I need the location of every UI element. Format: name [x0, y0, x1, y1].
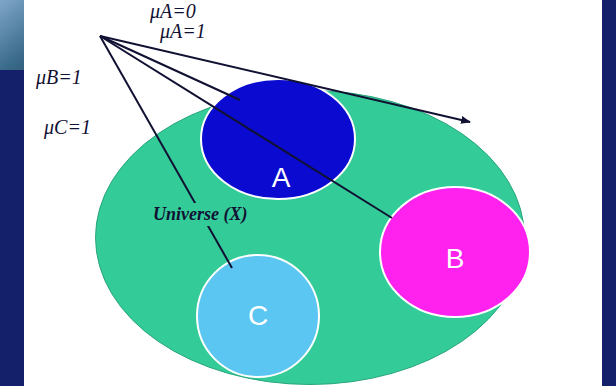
set-circle: A: [200, 78, 356, 200]
membership-line: [100, 36, 232, 268]
set-circle: B: [379, 186, 531, 318]
universe-ellipse: Universe (X) A B C: [95, 90, 525, 385]
set-label: A: [272, 162, 291, 194]
membership-value: μC=1: [44, 116, 91, 138]
membership-value: μA=0: [150, 0, 196, 22]
membership-value: μB=1: [36, 66, 82, 88]
membership-value: μA=1: [160, 20, 206, 42]
set-label: C: [248, 300, 268, 332]
membership-line: [100, 36, 240, 100]
membership-arrow: [100, 36, 470, 122]
universe-label: Universe (X): [150, 203, 250, 226]
membership-line: [100, 36, 392, 218]
set-label: B: [446, 243, 465, 275]
set-circle: C: [196, 254, 320, 378]
